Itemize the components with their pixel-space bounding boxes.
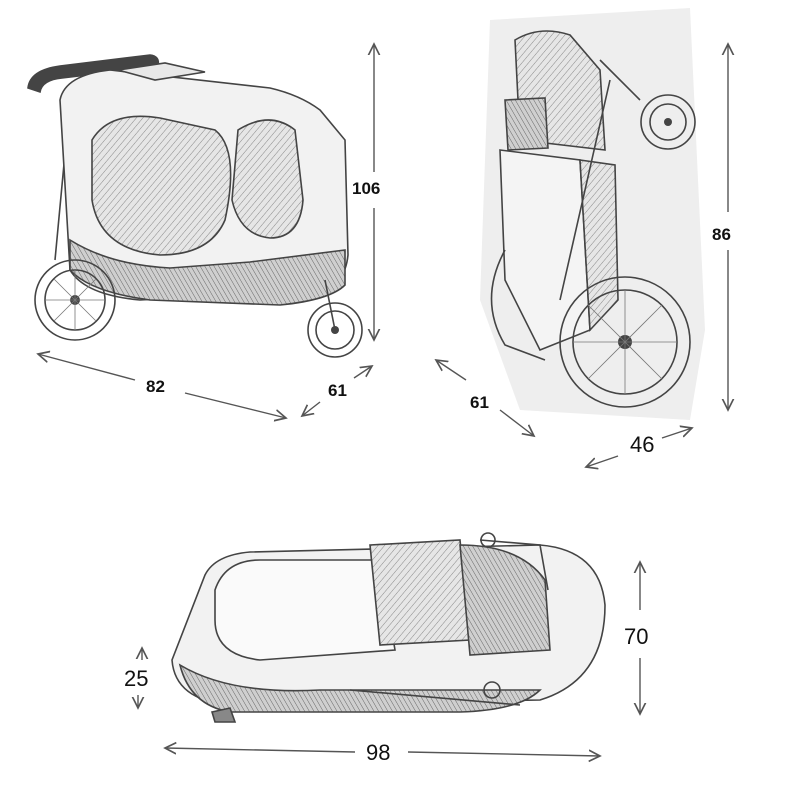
unfolded-length-label: 82: [146, 377, 165, 396]
folded-flat-height-label: 70: [624, 624, 648, 649]
unfolded-height-dimension: 106: [352, 44, 380, 340]
unfolded-length-dimension: 82: [38, 354, 286, 418]
unfolded-stroller-illustration: [27, 54, 363, 358]
folded-upright-width-label: 46: [630, 432, 654, 457]
folded-flat-stroller-illustration: [171, 532, 606, 723]
folded-flat-length-dimension: 98: [165, 740, 600, 765]
folded-upright-width-dimension: 46: [586, 428, 692, 467]
folded-flat-height-dimension: 70: [624, 562, 648, 714]
unfolded-width-label: 61: [328, 381, 347, 400]
folded-upright-height-dimension: 86: [712, 44, 731, 410]
upright-large-wheel: [559, 276, 691, 408]
rear-wheel: [34, 259, 116, 341]
folded-flat-clearance-label: 25: [124, 666, 148, 691]
unfolded-height-label: 106: [352, 179, 380, 198]
folded-flat-length-label: 98: [366, 740, 390, 765]
upright-small-wheel: [640, 94, 696, 150]
folded-upright-stroller-illustration: [480, 8, 705, 420]
folded-upright-height-label: 86: [712, 225, 731, 244]
folded-upright-depth-dimension: 61: [436, 360, 534, 436]
front-wheel: [307, 279, 363, 358]
folded-flat-clearance-dimension: 25: [124, 648, 148, 708]
unfolded-width-dimension: 61: [302, 366, 372, 416]
folded-upright-depth-label: 61: [470, 393, 489, 412]
